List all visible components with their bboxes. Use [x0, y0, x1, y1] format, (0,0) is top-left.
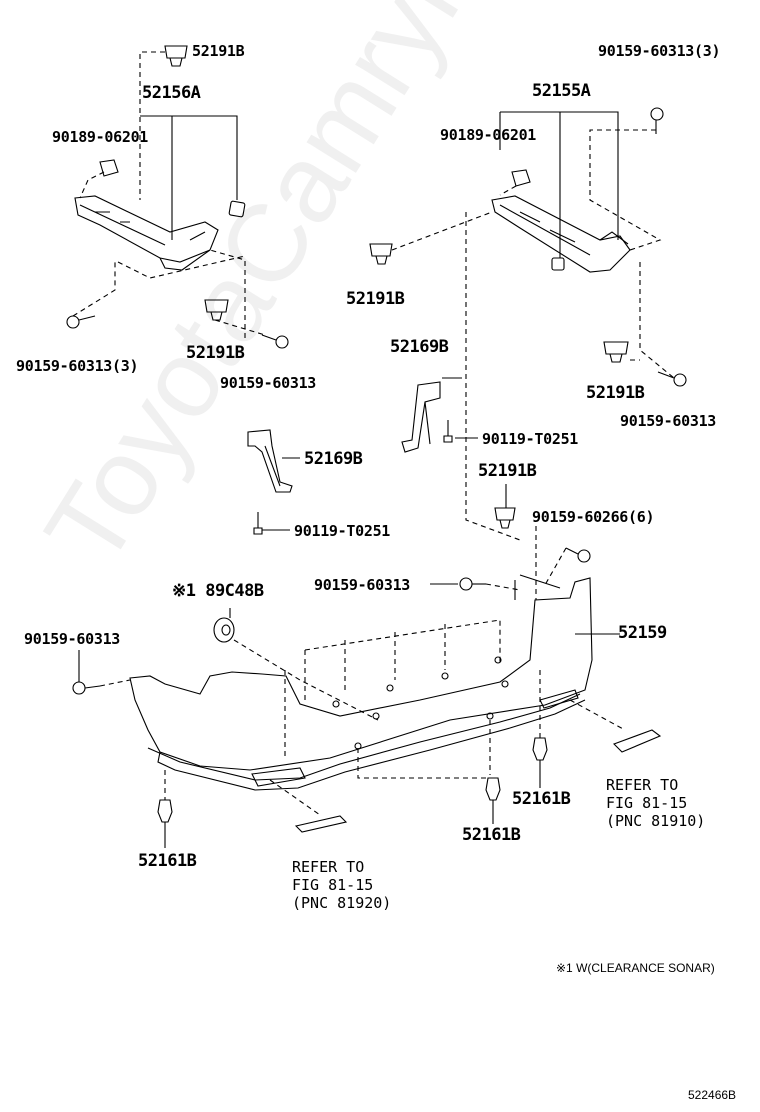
part-90159-60313-left-mid-label: 90159-60313: [220, 374, 317, 392]
push-clip-icon: [485, 777, 501, 824]
nut-icon: [99, 159, 119, 177]
push-clip-icon: [157, 799, 173, 848]
left-bumper-bracket: [74, 195, 246, 271]
bolt-icon: [657, 371, 687, 387]
part-52156A-label: 52156A: [142, 83, 201, 103]
part-52161B-center-label: 52161B: [462, 825, 521, 845]
clip-icon: [164, 45, 188, 67]
part-90159-60313-center-label: 90159-60313: [314, 576, 411, 594]
screw-icon: [443, 420, 453, 443]
part-90159-60313-far-left-label: 90159-60313: [24, 630, 121, 648]
nut-icon: [511, 169, 531, 187]
push-clip-icon: [532, 737, 548, 788]
bolt-icon: [459, 577, 486, 591]
part-52191B-left-mid-label: 52191B: [186, 343, 245, 363]
part-52191B-center-label: 52191B: [478, 461, 537, 481]
part-52161B-right-label: 52161B: [512, 789, 571, 809]
part-90159-60266-label: 90159-60266(6): [532, 508, 655, 526]
right-bumper-bracket: [491, 195, 631, 273]
clip-icon: [369, 243, 393, 265]
left-bumper-stay: [247, 429, 293, 493]
part-90159-60313-3-right-label: 90159-60313(3): [598, 42, 721, 60]
right-bumper-stay: [401, 381, 441, 453]
part-90189-right-label: 90189-06201: [440, 126, 537, 144]
bolt-icon: [72, 650, 101, 695]
part-89C48B-label: ※1 89C48B: [172, 581, 264, 601]
part-90189-left-label: 90189-06201: [52, 128, 149, 146]
part-52191B-top-label: 52191B: [192, 42, 245, 60]
part-90119-right-label: 90119-T0251: [482, 430, 579, 448]
screw-icon: [253, 512, 263, 535]
bolt-icon: [565, 547, 591, 563]
bolt-icon: [650, 107, 664, 134]
part-52159-label: 52159: [618, 623, 667, 643]
right-reflector: [613, 729, 662, 753]
part-52169B-left-label: 52169B: [304, 449, 363, 469]
part-52169B-right-label: 52169B: [390, 337, 449, 357]
part-52155A-label: 52155A: [532, 81, 591, 101]
part-90119-left-label: 90119-T0251: [294, 522, 391, 540]
bolt-icon: [66, 315, 96, 329]
part-90159-60313-3-left-label: 90159-60313(3): [16, 357, 139, 375]
part-90159-60313-right-mid-label: 90159-60313: [620, 412, 717, 430]
refer-fig-left: REFER TO FIG 81-15 (PNC 81920): [292, 858, 392, 912]
refer-fig-right: REFER TO FIG 81-15 (PNC 81910): [606, 776, 706, 830]
part-52191B-right-upper-label: 52191B: [346, 289, 405, 309]
clip-icon: [494, 507, 516, 529]
sonar-sensor-icon: [213, 617, 235, 643]
left-reflector: [294, 815, 348, 833]
part-52191B-right-mid-label: 52191B: [586, 383, 645, 403]
part-52161B-left-label: 52161B: [138, 851, 197, 871]
footnote: ※1 W(CLEARANCE SONAR): [556, 961, 715, 975]
clip-icon: [603, 341, 629, 363]
rear-bumper-cover: [129, 574, 593, 791]
bolt-icon: [261, 334, 289, 349]
clip-icon: [204, 299, 229, 321]
diagram-code: 522466B: [688, 1088, 737, 1102]
